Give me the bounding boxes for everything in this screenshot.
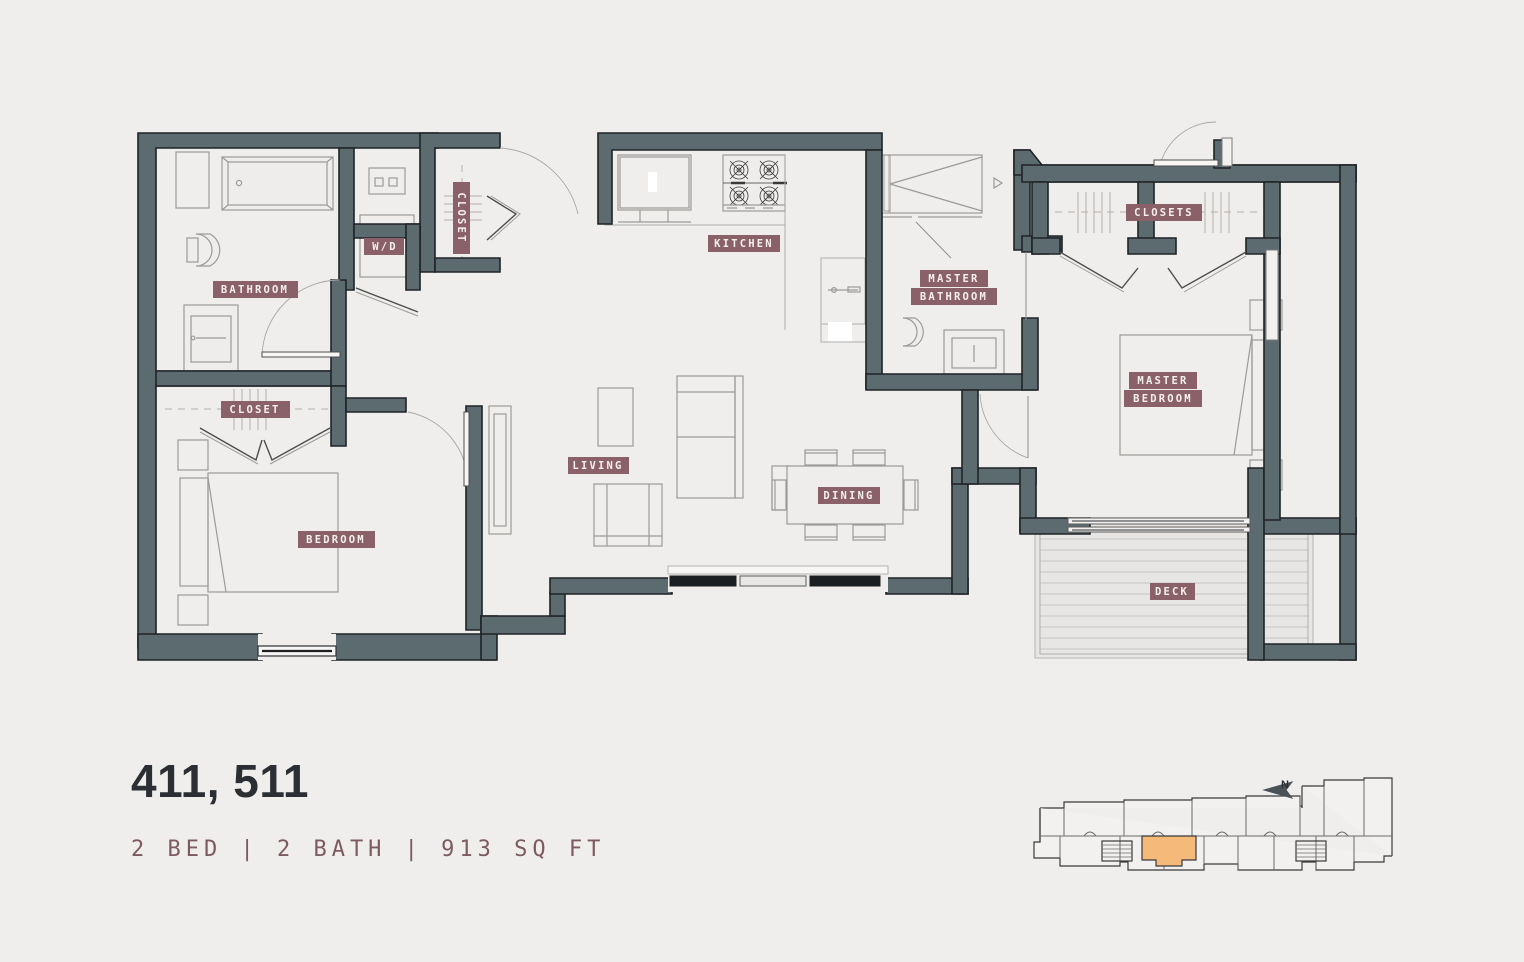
page-title: 411, 511 xyxy=(131,755,309,807)
compass-north-arrow xyxy=(1262,781,1294,799)
room-label-master-bathroom: MASTER BATHROOM xyxy=(911,270,997,305)
room-label-bedroom: BEDROOM xyxy=(298,531,375,548)
key-plan xyxy=(1033,777,1393,871)
window-master-bedroom xyxy=(1265,249,1279,341)
kitchen-fixtures xyxy=(604,150,866,343)
window-bedroom xyxy=(257,634,337,660)
door-entry-closet xyxy=(486,195,521,241)
windows xyxy=(257,137,1279,660)
room-label-text: CLOSET xyxy=(455,192,467,243)
unit-specs: 2 BED | 2 BATH | 913 SQ FT xyxy=(131,837,606,863)
room-label-group: BATHROOM W/D CLOSET CLOSET BEDROOM KITCH… xyxy=(213,182,1202,600)
bathroom-fixtures xyxy=(175,151,334,374)
key-plan-stair-right xyxy=(1295,840,1327,862)
room-label-text-line2: BATHROOM xyxy=(920,291,988,303)
title-block: 411, 511 2 BED | 2 BATH | 913 SQ FT xyxy=(131,755,731,863)
room-label-closet-bedroom: CLOSET xyxy=(221,401,290,418)
door-entry-hall xyxy=(499,147,579,215)
window-master-bath xyxy=(883,154,891,212)
door-bedroom-closet xyxy=(199,427,331,465)
room-label-text: CLOSETS xyxy=(1134,207,1194,219)
door-laundry xyxy=(355,287,419,317)
room-label-text-line1: MASTER xyxy=(928,273,979,285)
room-label-closet-entry: CLOSET xyxy=(453,182,470,254)
room-label-text: W/D xyxy=(372,241,398,253)
doors xyxy=(199,121,1247,487)
room-label-text: BATHROOM xyxy=(221,284,289,296)
room-label-master-bedroom: MASTER BEDROOM xyxy=(1124,372,1202,407)
room-label-kitchen: KITCHEN xyxy=(708,235,780,252)
room-label-text: DECK xyxy=(1155,586,1189,598)
room-label-living: LIVING xyxy=(568,457,629,474)
key-plan-stair-left xyxy=(1101,840,1133,862)
sliding-door-deck xyxy=(1067,517,1251,533)
dining-furniture xyxy=(771,449,919,541)
key-plan-highlighted-unit xyxy=(1141,835,1197,867)
door-bathroom xyxy=(261,279,341,358)
sliding-door-living xyxy=(667,565,889,592)
room-label-dining: DINING xyxy=(818,487,880,504)
room-label-text: LIVING xyxy=(572,460,623,472)
door-master-bathroom xyxy=(979,393,1029,459)
room-label-deck: DECK xyxy=(1150,583,1195,600)
room-label-closets: CLOSETS xyxy=(1126,204,1202,221)
room-label-text: KITCHEN xyxy=(714,238,774,250)
room-label-text: DINING xyxy=(823,490,874,502)
compass-north-label: N xyxy=(1281,779,1289,791)
entry-cabinet xyxy=(368,167,406,195)
room-label-text-line2: BEDROOM xyxy=(1133,393,1193,405)
door-bedroom xyxy=(407,411,470,487)
room-label-bathroom: BATHROOM xyxy=(213,281,298,298)
door-closet-left xyxy=(1059,251,1139,293)
room-label-text-line1: MASTER xyxy=(1137,375,1188,387)
room-label-wd: W/D xyxy=(364,238,404,255)
living-furniture xyxy=(488,375,791,547)
key-plan-outline xyxy=(1033,777,1393,871)
master-bathroom-fixtures xyxy=(879,154,1005,375)
room-label-text: BEDROOM xyxy=(306,534,366,546)
door-entry xyxy=(1153,121,1219,167)
door-closet-right xyxy=(1167,251,1247,293)
room-label-text: CLOSET xyxy=(229,404,280,416)
window-kitchen xyxy=(1221,137,1233,167)
